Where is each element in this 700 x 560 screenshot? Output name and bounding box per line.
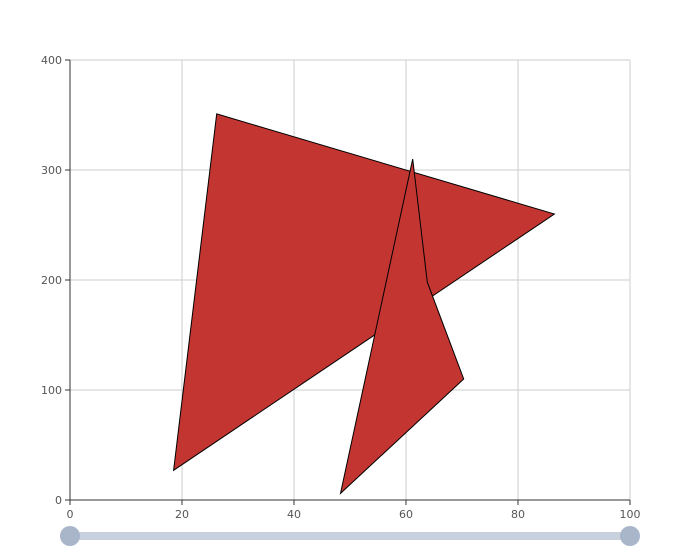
y-tick-label: 400: [41, 54, 62, 67]
zoom-slider[interactable]: [60, 526, 640, 546]
y-tick-label: 300: [41, 164, 62, 177]
y-tick-label: 0: [55, 494, 62, 507]
x-tick-label: 20: [175, 508, 189, 521]
zoom-slider-start-handle[interactable]: [60, 526, 80, 546]
series-polygon-2: [339, 158, 465, 495]
x-tick-label: 0: [67, 508, 74, 521]
zoom-slider-track[interactable]: [70, 532, 630, 540]
y-tick-label: 200: [41, 274, 62, 287]
x-tick-label: 100: [620, 508, 641, 521]
zoom-slider-end-handle[interactable]: [620, 526, 640, 546]
x-tick-label: 80: [511, 508, 525, 521]
series-polygon-1: [172, 113, 556, 472]
x-tick-label: 40: [287, 508, 301, 521]
x-tick-label: 60: [399, 508, 413, 521]
axes: 0 100 200 300 400 0 20 40 60 80 100: [41, 54, 641, 521]
y-tick-label: 100: [41, 384, 62, 397]
series-layer: [172, 113, 556, 495]
